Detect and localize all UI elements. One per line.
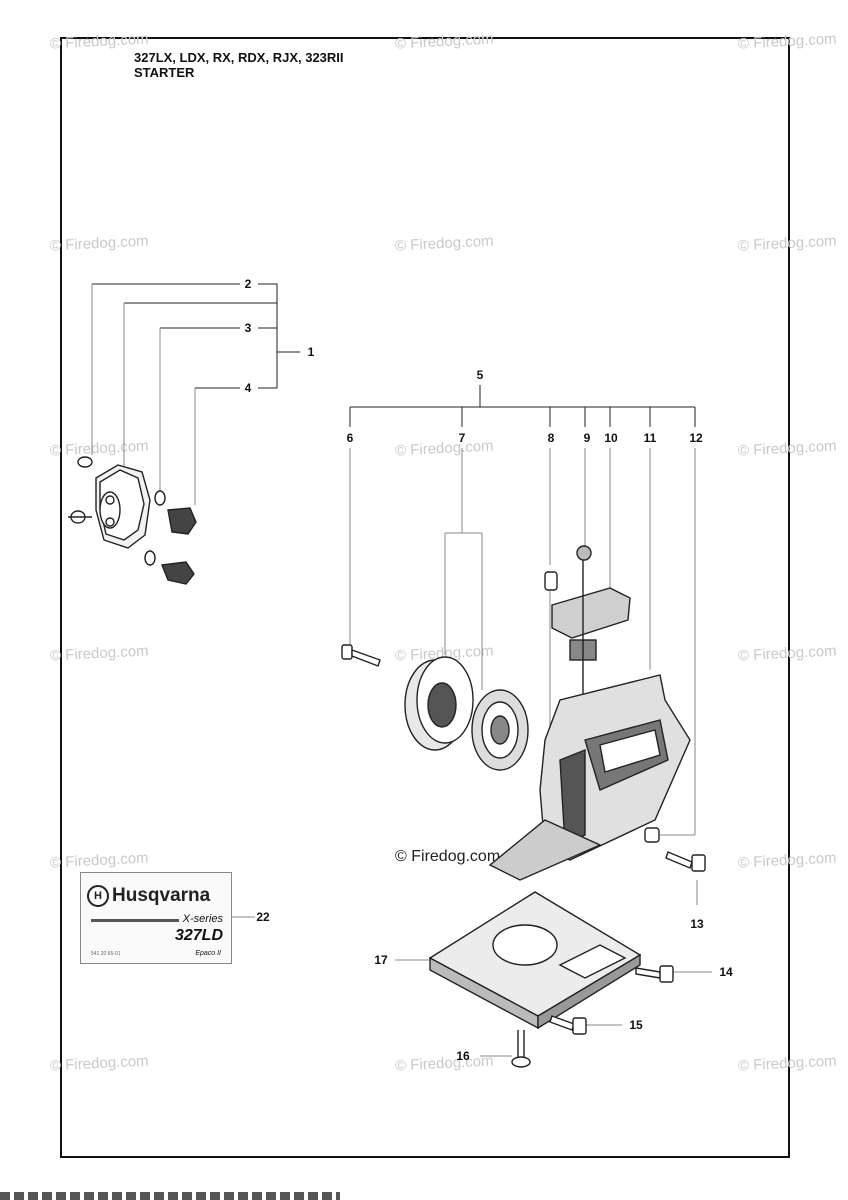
callout-5: 5 [476, 368, 484, 382]
starter-housing-icon [488, 674, 691, 881]
callout-22: 22 [256, 910, 270, 924]
sleeve-icon [644, 827, 660, 843]
bolt-icon [341, 644, 381, 667]
callout-15: 15 [629, 1018, 643, 1032]
callout-7: 7 [458, 431, 466, 445]
crown-icon: H [87, 885, 109, 907]
page-title: 327LX, LDX, RX, RDX, RJX, 323RII STARTER [134, 50, 344, 80]
callout-10: 10 [604, 431, 618, 445]
callout-3: 3 [244, 321, 252, 335]
base-plate-icon [428, 891, 642, 1030]
callout-6: 6 [346, 431, 354, 445]
bolt-icon [549, 1015, 587, 1035]
bolt-icon [511, 1030, 531, 1068]
epa-text: Epaco II [195, 950, 221, 957]
callout-4: 4 [244, 381, 252, 395]
pulley-icon [404, 656, 474, 751]
series-name: X-series [182, 913, 223, 925]
diagram-frame [60, 37, 790, 1158]
model-name: 327LD [174, 927, 223, 944]
bolt-icon [635, 965, 674, 983]
series-bar [91, 919, 179, 922]
section-name: STARTER [134, 65, 195, 80]
callout-9: 9 [583, 431, 591, 445]
callout-16: 16 [456, 1049, 470, 1063]
callout-14: 14 [719, 965, 733, 979]
callout-13: 13 [690, 917, 704, 931]
callout-8: 8 [547, 431, 555, 445]
sleeve-icon [544, 571, 558, 591]
bottom-strip [0, 1192, 340, 1200]
part-number-text: 541 20 65-01 [91, 951, 121, 957]
callout-2: 2 [244, 277, 252, 291]
callout-11: 11 [643, 431, 657, 445]
starter-assembly-icon [68, 456, 197, 585]
spring-icon [471, 689, 529, 771]
starter-handle-icon [551, 545, 631, 700]
model-list: 327LX, LDX, RX, RDX, RJX, 323RII [134, 50, 344, 65]
callout-1: 1 [307, 345, 315, 359]
watermark-main: © Firedog.com [395, 848, 501, 865]
callout-17: 17 [374, 953, 388, 967]
bolt-icon [665, 851, 706, 872]
callout-12: 12 [689, 431, 703, 445]
